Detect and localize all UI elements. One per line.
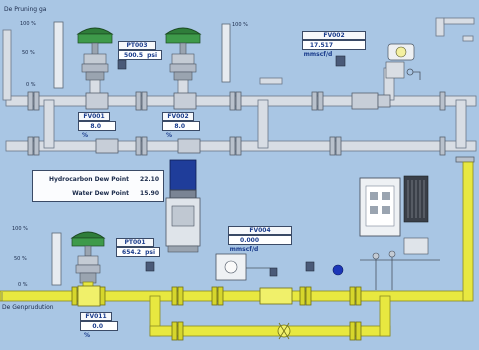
dew-point-panel: Hydrocarbon Dew Point 22.10 Water Dew Po… — [32, 170, 164, 202]
water-dew-value: 15.90 — [140, 190, 159, 197]
fv001-tag[interactable]: FV001 — [78, 112, 110, 121]
flow-computer-box — [215, 253, 270, 281]
ft002-value-box: 17.517 mmscf/d — [302, 40, 366, 58]
ft002-unit: mmscf/d — [303, 51, 333, 58]
ft002-value: 17.517 — [309, 42, 333, 49]
pressure-indicator-icon — [332, 264, 344, 276]
ft004-value: 0.000 — [240, 237, 259, 244]
pipe-flanges — [27, 91, 475, 163]
hydrocarbon-dew-row: Hydrocarbon Dew Point 22.10 — [33, 173, 163, 187]
fv011-value: 0.0 — [92, 323, 103, 330]
ft004-unit: mmscf/d — [229, 246, 259, 253]
bottom-scale-min: 0 % — [18, 282, 28, 288]
gas-flanges — [71, 286, 362, 341]
fv011-tag[interactable]: FV011 — [80, 312, 112, 321]
fv011-value-box: 0.0 % — [80, 321, 118, 339]
ft002-tag[interactable]: FV002 — [302, 31, 366, 40]
hydrocarbon-dew-label: Hydrocarbon Dew Point — [48, 176, 129, 183]
control-valve-fv001 — [76, 27, 114, 81]
hydrocarbon-dew-value: 22.10 — [140, 176, 159, 183]
control-valve-fv011 — [70, 231, 106, 284]
right-scale-max: 100 % — [232, 22, 248, 28]
fv002-tag[interactable]: FV002 — [162, 112, 194, 121]
gas-meters — [77, 285, 293, 340]
level-gauges — [51, 21, 231, 286]
pt003-unit: psi — [147, 52, 158, 59]
section-label-bottom: De Genprudution — [2, 304, 54, 311]
fv001-unit: % — [81, 132, 88, 139]
pt003-tag[interactable]: PT003 — [118, 41, 156, 50]
ft004-value-box: 0.000 mmscf/d — [228, 235, 292, 253]
transmitters — [117, 55, 346, 277]
ft004-tag[interactable]: FV004 — [228, 226, 292, 235]
pt001-tag[interactable]: PT001 — [116, 238, 154, 247]
bottom-scale-mid: 50 % — [14, 256, 27, 262]
fv002-unit: % — [165, 132, 172, 139]
pt003-value: 500.5 — [124, 52, 143, 59]
analyser-cabinet — [359, 175, 440, 290]
top-scale-min: 0 % — [26, 82, 36, 88]
pt001-value-box: 654.2 psi — [116, 247, 160, 257]
water-dew-row: Water Dew Point 15.90 — [33, 187, 163, 201]
pt003-value-box: 500.5 psi — [118, 50, 162, 60]
inline-meters — [85, 92, 391, 154]
process-piping — [2, 17, 477, 152]
top-scale-mid: 50 % — [22, 50, 35, 56]
control-valve-fv002 — [164, 27, 202, 81]
fv011-unit: % — [83, 332, 90, 339]
pt001-value: 654.2 — [122, 249, 141, 256]
pt001-unit: psi — [145, 249, 156, 256]
fv002-value: 8.0 — [174, 123, 185, 130]
flow-meter-ft002 — [385, 43, 421, 80]
top-scale-max: 100 % — [20, 21, 36, 27]
fv001-value: 8.0 — [90, 123, 101, 130]
filter-column — [165, 159, 201, 253]
section-label-top: De Pruning ga — [4, 6, 47, 13]
water-dew-label: Water Dew Point — [72, 190, 129, 197]
fv001-value-box: 8.0 % — [78, 121, 116, 139]
fv002-value-box: 8.0 % — [162, 121, 200, 139]
bottom-scale-max: 100 % — [12, 226, 28, 232]
